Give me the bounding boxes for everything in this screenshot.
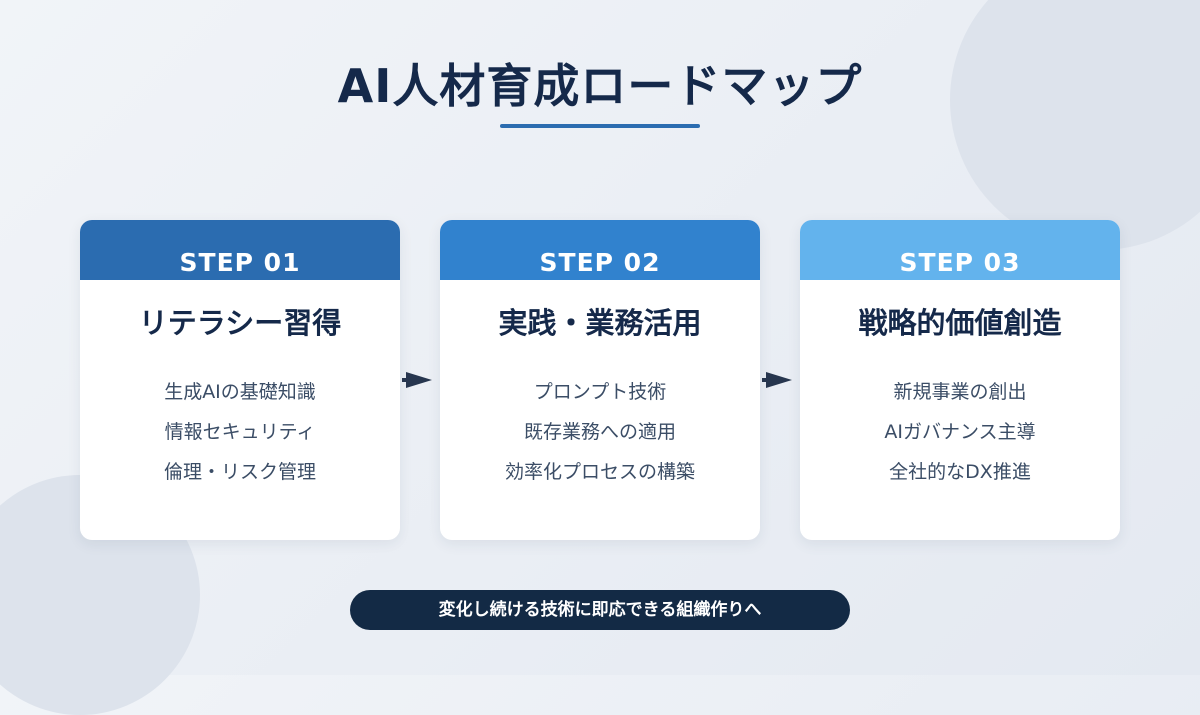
list-item: プロンプト技術 — [533, 381, 667, 403]
list-item: AIガバナンス主導 — [884, 421, 1036, 443]
step-label: STEP 02 — [440, 220, 760, 280]
title-underline — [500, 124, 700, 128]
arrow-right-icon — [762, 372, 792, 388]
list-item: 効率化プロセスの構築 — [504, 461, 695, 483]
step-name: 戦略的価値創造 — [858, 306, 1062, 340]
step-label: STEP 03 — [800, 220, 1120, 280]
step-card-1: STEP 01 リテラシー習得 生成AIの基礎知識情報セキュリティ倫理・リスク管… — [80, 220, 400, 540]
list-item: 既存業務への適用 — [523, 421, 676, 443]
arrow-right-icon — [402, 372, 432, 388]
list-item: 新規事業の創出 — [893, 381, 1027, 403]
decorative-circle — [950, 0, 1200, 250]
step-card-3: STEP 03 戦略的価値創造 新規事業の創出 AIガバナンス主導全社的なDX推進 — [800, 220, 1120, 540]
footer-banner: 変化し続ける技術に即応できる組織作りへ — [350, 590, 850, 630]
page-title: AI人材育成ロードマップ — [337, 59, 863, 113]
step-label: STEP 01 — [80, 220, 400, 280]
list-item: 情報セキュリティ — [164, 421, 316, 443]
step-card-2: STEP 02 実践・業務活用 プロンプト技術既存業務への適用効率化プロセスの構… — [440, 220, 760, 540]
step-name: リテラシー習得 — [138, 306, 342, 340]
list-item: 全社的なDX推進 — [889, 461, 1031, 483]
list-item: 生成AIの基礎知識 — [164, 381, 316, 403]
list-item: 倫理・リスク管理 — [163, 461, 316, 483]
step-name: 実践・業務活用 — [498, 306, 702, 340]
